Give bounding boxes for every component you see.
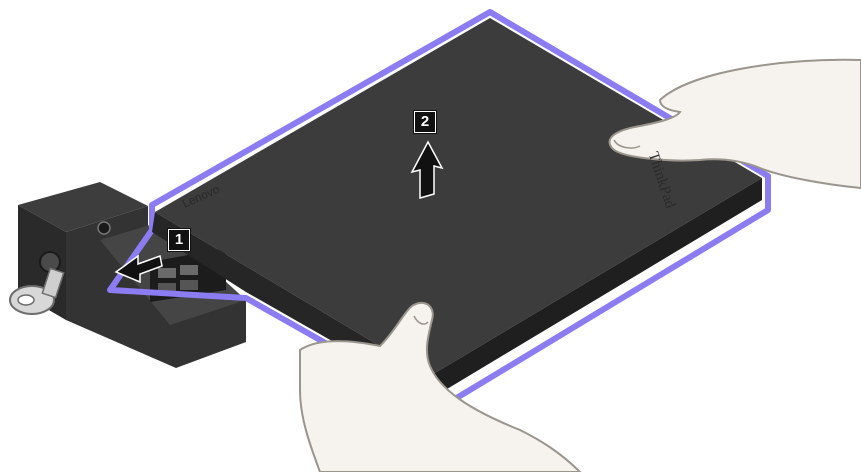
dock-button-a <box>158 268 176 278</box>
dock-power-button <box>98 222 110 234</box>
step-1-badge: 1 <box>168 229 190 251</box>
step-2-badge: 2 <box>414 111 436 133</box>
dock-button-b <box>180 265 198 275</box>
